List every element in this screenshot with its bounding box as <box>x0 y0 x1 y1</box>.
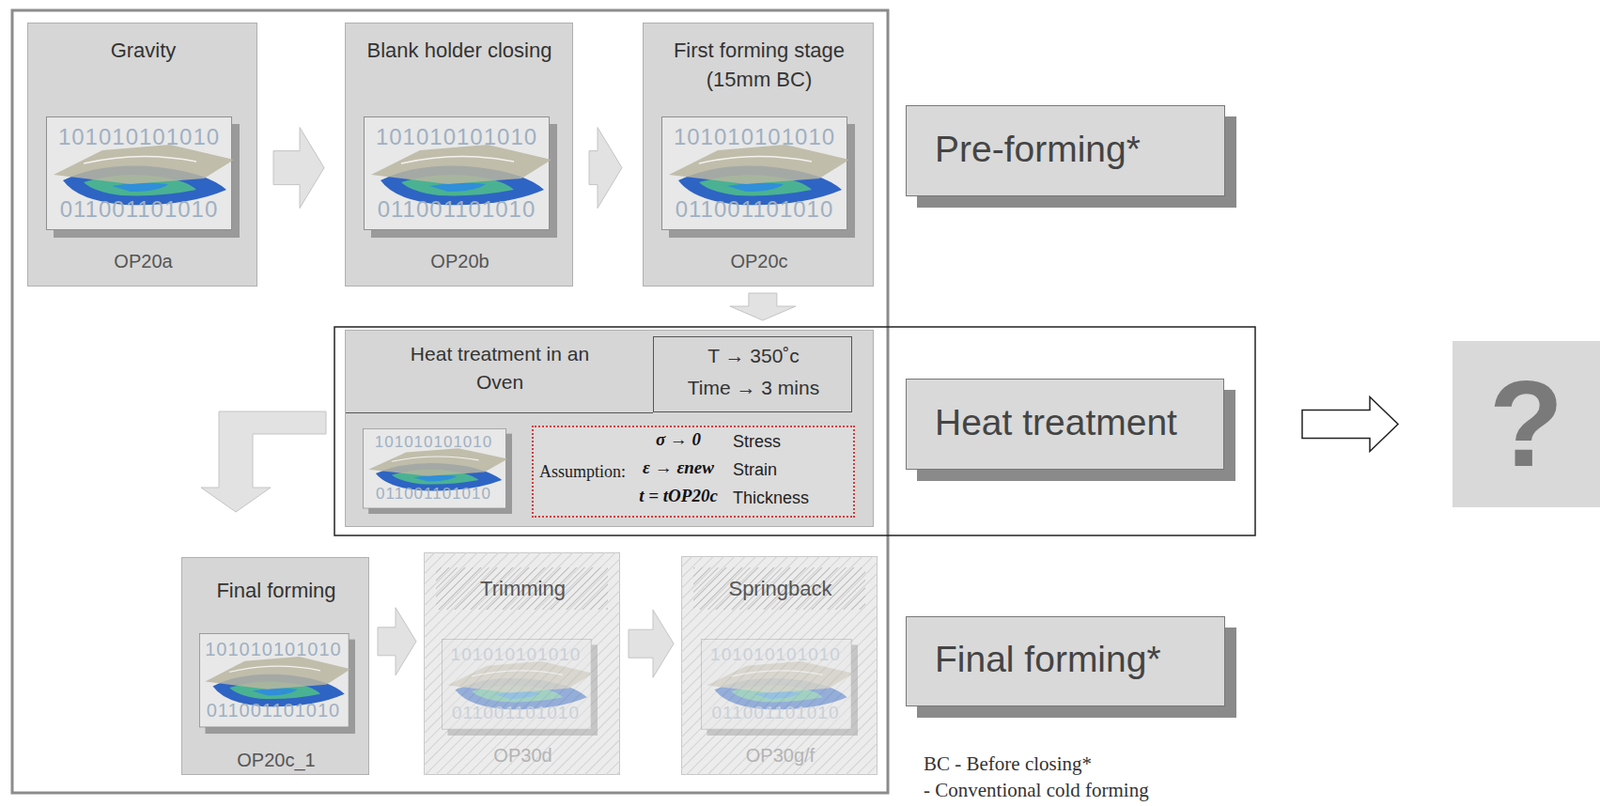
node-text: σ → 0 <box>631 429 726 451</box>
node-text: t = tOP20c <box>631 485 726 507</box>
footnote: BC - Before closing* <box>923 752 1300 776</box>
process-box: 101010101010 011001101010 Final formingOP2… <box>181 557 370 776</box>
node-text: OP20c_1 <box>187 749 365 772</box>
process-box: 101010101010 011001101010 Blank holder clo… <box>344 22 574 287</box>
flow-arrow <box>201 411 327 513</box>
node-text: OP20a <box>37 250 249 273</box>
greyed-process-box: 101010101010 011001101010 TrimmingOP30d <box>423 552 621 776</box>
binary-watermark: 011001101010 <box>661 196 848 223</box>
stage-label: Pre-forming* <box>905 105 1226 197</box>
node-text: Thickness <box>732 488 850 509</box>
node-text: OP30g/f <box>687 745 873 767</box>
binary-watermark: 101010101010 <box>700 644 851 666</box>
node-text: Heat treatment <box>934 402 1217 445</box>
flow-arrow <box>589 127 622 209</box>
node-text: OP30d <box>430 745 616 767</box>
node-text: T → 350˚c <box>657 344 850 368</box>
simulation-thumbnail: 101010101010 011001101010 <box>700 638 858 736</box>
binary-watermark: 101010101010 <box>362 433 505 452</box>
node-text: ε → εnew <box>631 457 726 479</box>
binary-watermark: 011001101010 <box>441 702 591 724</box>
binary-watermark: 101010101010 <box>661 124 848 151</box>
node-text: Trimming <box>436 576 609 601</box>
node-text: Assumption: <box>539 462 636 482</box>
node-text: Pre-forming* <box>934 128 1217 171</box>
flow-arrow <box>273 127 325 209</box>
heat-outline <box>334 326 1256 536</box>
node-text: Heat treatment in an Oven <box>390 340 609 397</box>
node-text: Springback <box>694 576 867 601</box>
assumption-box: Assumption: σ → 0 Stress ε → εnew Strain t = … <box>531 425 855 518</box>
binary-watermark: 101010101010 <box>441 644 591 666</box>
binary-watermark: 011001101010 <box>199 699 348 722</box>
node-text: OP20b <box>355 250 565 273</box>
footnote: - Conventional cold forming <box>923 778 1300 802</box>
node-text: Time → 3 mins <box>657 376 850 400</box>
simulation-thumbnail: 101010101010 011001101010 <box>363 116 558 238</box>
node-text: First forming stage (15mm BC) <box>651 35 868 94</box>
node-text: Blank holder closing <box>365 35 554 65</box>
simulation-thumbnail: 101010101010 011001101010 <box>46 116 240 238</box>
flow-arrow <box>628 609 674 678</box>
node-text: Stress <box>732 432 850 452</box>
greyed-process-box: 101010101010 011001101010 SpringbackOP30g/… <box>681 556 878 776</box>
unknown-box: ? <box>1452 341 1600 508</box>
simulation-thumbnail: 101010101010 011001101010 <box>199 633 356 734</box>
binary-watermark: 011001101010 <box>362 484 505 504</box>
simulation-thumbnail: 101010101010 011001101010 <box>362 428 513 514</box>
node-text: Final forming <box>187 578 365 603</box>
node-text: Final forming* <box>934 638 1217 682</box>
binary-watermark: 011001101010 <box>700 702 851 724</box>
binary-watermark: 101010101010 <box>46 124 233 151</box>
binary-watermark: 011001101010 <box>46 196 233 223</box>
node-text: Strain <box>732 460 850 481</box>
parameter-box: T → 350˚cTime → 3 mins <box>652 336 853 413</box>
process-box: 101010101010 011001101010 GravityOP20a <box>27 22 258 287</box>
binary-watermark: 101010101010 <box>199 638 348 661</box>
stage-label: Final forming* <box>905 616 1226 707</box>
heat-treatment-box: 101010101010 011001101010 Heat treatment i… <box>344 329 874 528</box>
simulation-thumbnail: 101010101010 011001101010 <box>661 116 855 238</box>
simulation-thumbnail: 101010101010 011001101010 <box>441 638 598 736</box>
header-rule <box>345 412 653 414</box>
flow-arrow <box>730 293 796 321</box>
flow-arrow <box>377 607 417 676</box>
process-box: 101010101010 011001101010 First forming st… <box>642 22 874 287</box>
stage-label: Heat treatment <box>905 378 1225 470</box>
binary-watermark: 011001101010 <box>363 196 550 223</box>
hollow-arrow <box>1302 397 1399 452</box>
outer-panel <box>12 10 888 793</box>
node-text: OP20c <box>652 250 866 273</box>
binary-watermark: 101010101010 <box>363 124 550 151</box>
node-text: ? <box>1452 354 1600 496</box>
node-text: Gravity <box>37 35 249 65</box>
